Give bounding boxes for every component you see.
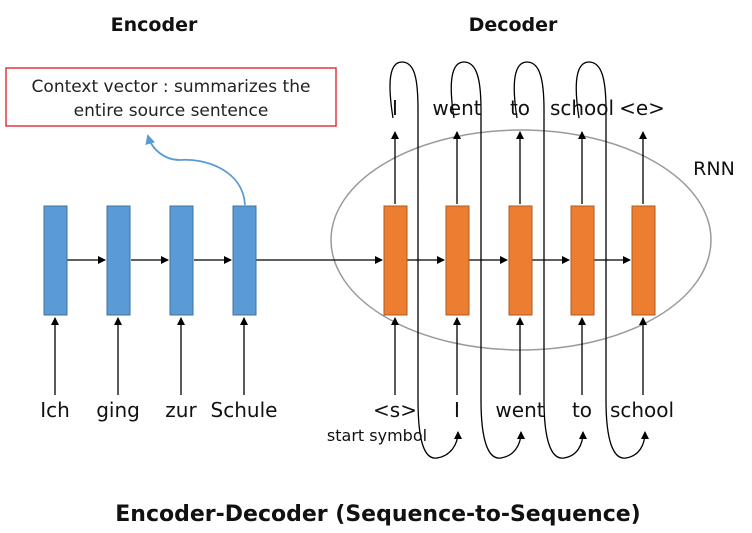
feedback-loop <box>513 61 587 459</box>
encoder-input-label: Ich <box>40 398 70 422</box>
encoder-input-label: ging <box>96 398 140 422</box>
decoder-header: Decoder <box>469 14 558 36</box>
diagram-caption: Encoder-Decoder (Sequence-to-Sequence) <box>115 502 640 527</box>
decoder-output-label: went <box>432 96 481 120</box>
decoder-output-label: I <box>392 96 398 120</box>
start-symbol-label: start symbol <box>327 426 427 445</box>
decoder-cell <box>508 205 533 316</box>
decoder-cell <box>631 205 656 316</box>
decoder-output-label: <e> <box>619 96 665 120</box>
rnn-label: RNN <box>693 158 735 180</box>
decoder-input-label: <s> <box>373 398 417 422</box>
rnn-ellipse <box>330 129 712 351</box>
feedback-loop <box>389 61 462 459</box>
decoder-output-label: school <box>550 96 614 120</box>
decoder-cell <box>445 205 470 316</box>
decoder-input-label: to <box>572 398 592 422</box>
feedback-loop <box>450 61 525 459</box>
encoder-cell <box>232 205 257 316</box>
encoder-cell <box>106 205 131 316</box>
context-vector-line2: entire source sentence <box>74 101 269 121</box>
context-vector-box <box>5 67 337 127</box>
encoder-cell <box>43 205 68 316</box>
decoder-cell <box>383 205 408 316</box>
encoder-header: Encoder <box>111 14 198 36</box>
encoder-input-label: zur <box>165 398 197 422</box>
feedback-loop <box>575 61 649 459</box>
decoder-input-label: school <box>610 398 674 422</box>
context-arrow <box>145 134 246 206</box>
decoder-output-label: to <box>510 96 530 120</box>
context-vector-line1: Context vector : summarizes the <box>32 77 311 97</box>
decoder-cell <box>570 205 595 316</box>
decoder-input-label: I <box>454 398 460 422</box>
encoder-input-label: Schule <box>211 398 278 422</box>
encoder-cell <box>169 205 194 316</box>
decoder-input-label: went <box>495 398 544 422</box>
